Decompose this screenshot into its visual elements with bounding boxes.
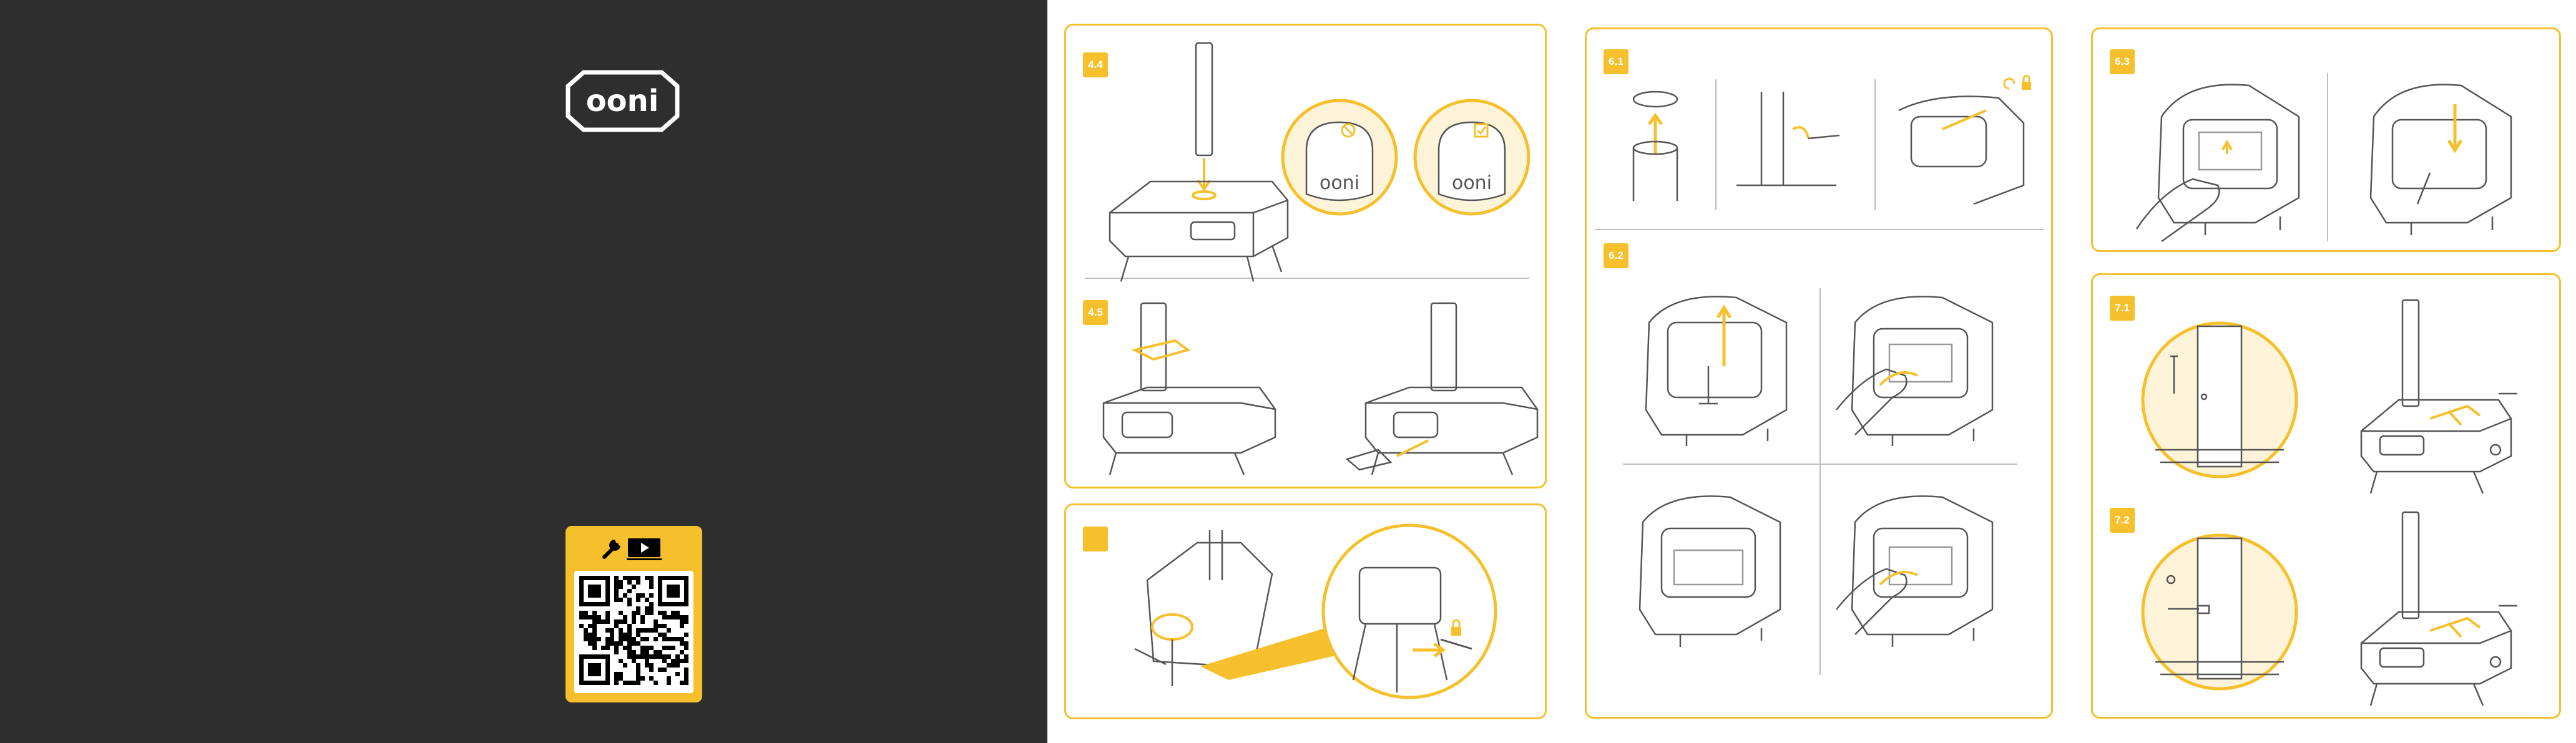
qr-icons xyxy=(566,535,702,562)
panel-steps-7: 7.1 7.2 xyxy=(2091,273,2561,719)
illustration-hand-tray xyxy=(1836,296,1992,446)
logo-text: ooni xyxy=(586,84,659,119)
qr-code[interactable] xyxy=(574,571,693,693)
panel-step-5 xyxy=(1064,503,1547,719)
illustration-tray-open xyxy=(1640,496,1780,647)
illustration-hand-tray-remove xyxy=(2137,85,2299,241)
detail-logo-text: ooni xyxy=(1452,172,1492,194)
illustration-hand-tray-close xyxy=(1836,496,1992,647)
detail-correct-orientation: ooni xyxy=(1415,100,1529,214)
illustration-chimney-hatch xyxy=(1736,92,1839,185)
illustration-door-lid xyxy=(1104,303,1275,475)
detail-chimney-hatch-open xyxy=(2143,535,2296,689)
detail-wrong-orientation: ooni xyxy=(1283,100,1396,214)
video-play-icon xyxy=(627,538,662,560)
detail-leg-lock xyxy=(1323,525,1496,697)
lock-icon xyxy=(2022,76,2031,90)
unlock-icon xyxy=(2004,79,2014,89)
illustration-oven-side-7-1 xyxy=(2361,300,2517,493)
panel-steps-4: 4.4 4.5 ooni ooni xyxy=(1064,24,1547,488)
panel-steps-6: 6.1 6.2 xyxy=(1585,27,2053,719)
illustration-pull-handle xyxy=(1646,296,1786,446)
detail-logo-text: ooni xyxy=(1320,172,1359,194)
illustration-door-insert xyxy=(1347,303,1537,475)
panel-step-6-3: 6.3 xyxy=(2091,27,2561,252)
wrench-icon xyxy=(604,540,620,557)
illustration-oven-side-7-2 xyxy=(2361,512,2517,706)
illustration-cap-removal xyxy=(1633,92,1677,201)
illustration-handle-push xyxy=(2371,85,2511,235)
cover-panel: ooni xyxy=(0,0,1047,743)
qr-card[interactable] xyxy=(566,526,702,702)
detail-chimney-hatch-closed xyxy=(2143,323,2296,477)
illustration-chimney-install xyxy=(1110,43,1288,281)
illustration-door-lock xyxy=(1899,76,2031,205)
ooni-logo: ooni xyxy=(565,67,680,135)
